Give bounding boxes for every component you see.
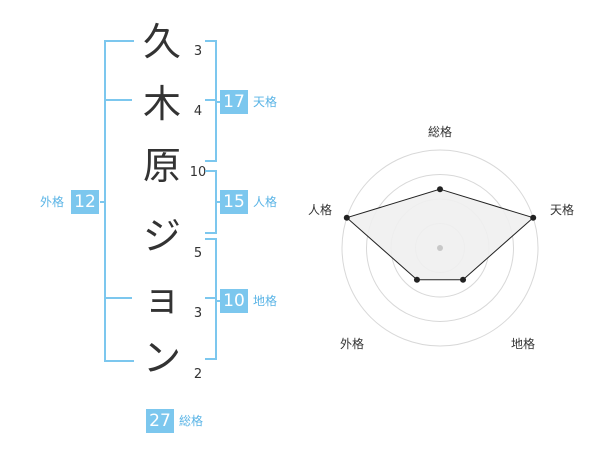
bracket-connector	[100, 201, 106, 203]
radar-polygon	[345, 188, 535, 281]
chikaku-bracket	[205, 238, 217, 360]
name-char-3: 原	[142, 144, 181, 188]
radar-center-dot	[437, 245, 443, 251]
radar-points	[343, 186, 537, 283]
jinkaku-value: 15	[220, 190, 248, 214]
tenkaku-label: 天格	[253, 95, 278, 109]
bracket-tick	[205, 297, 215, 299]
name-char-6: ン	[142, 336, 181, 380]
bracket-connector	[215, 201, 221, 203]
bracket-tick	[104, 297, 132, 299]
gaikaku-value: 12	[71, 190, 99, 214]
jinkaku-label: 人格	[253, 195, 278, 209]
stroke-count-4: 5	[193, 246, 203, 261]
soukaku-label: 総格	[179, 414, 204, 428]
bracket-connector	[215, 300, 221, 302]
radar-ring	[341, 149, 539, 347]
bracket-tick	[205, 99, 215, 101]
radar-label-soukaku: 総格	[428, 125, 453, 139]
radar-label-jinkaku: 人格	[308, 203, 333, 217]
radar-point-3	[460, 276, 467, 283]
radar-ring	[366, 174, 514, 322]
gaikaku-label: 外格	[40, 195, 65, 209]
radar-label-gaikaku: 外格	[340, 337, 365, 351]
chikaku-value: 10	[220, 289, 248, 313]
radar-label-chikaku: 地格	[511, 337, 536, 351]
radar-point-4	[413, 276, 420, 283]
radar-label-tenkaku: 天格	[550, 203, 575, 217]
stroke-count-6: 2	[193, 367, 203, 382]
chikaku-label: 地格	[253, 294, 278, 308]
bracket-tick	[104, 99, 132, 101]
stroke-count-1: 3	[193, 44, 203, 59]
gaikaku-bracket	[104, 40, 134, 362]
stroke-count-3: 10	[189, 165, 207, 180]
radar-chart	[341, 149, 539, 347]
name-char-4: ジ	[142, 214, 181, 258]
name-char-2: 木	[142, 82, 181, 126]
radar-point-2	[530, 214, 537, 221]
radar-point-5	[343, 214, 350, 221]
name-char-1: 久	[142, 20, 181, 64]
soukaku-value: 27	[146, 409, 174, 433]
tenkaku-value: 17	[220, 90, 248, 114]
bracket-connector	[215, 101, 221, 103]
name-char-5: ョ	[142, 276, 181, 320]
stroke-count-2: 4	[193, 104, 203, 119]
radar-point-1	[437, 186, 443, 193]
stroke-count-5: 3	[193, 306, 203, 321]
